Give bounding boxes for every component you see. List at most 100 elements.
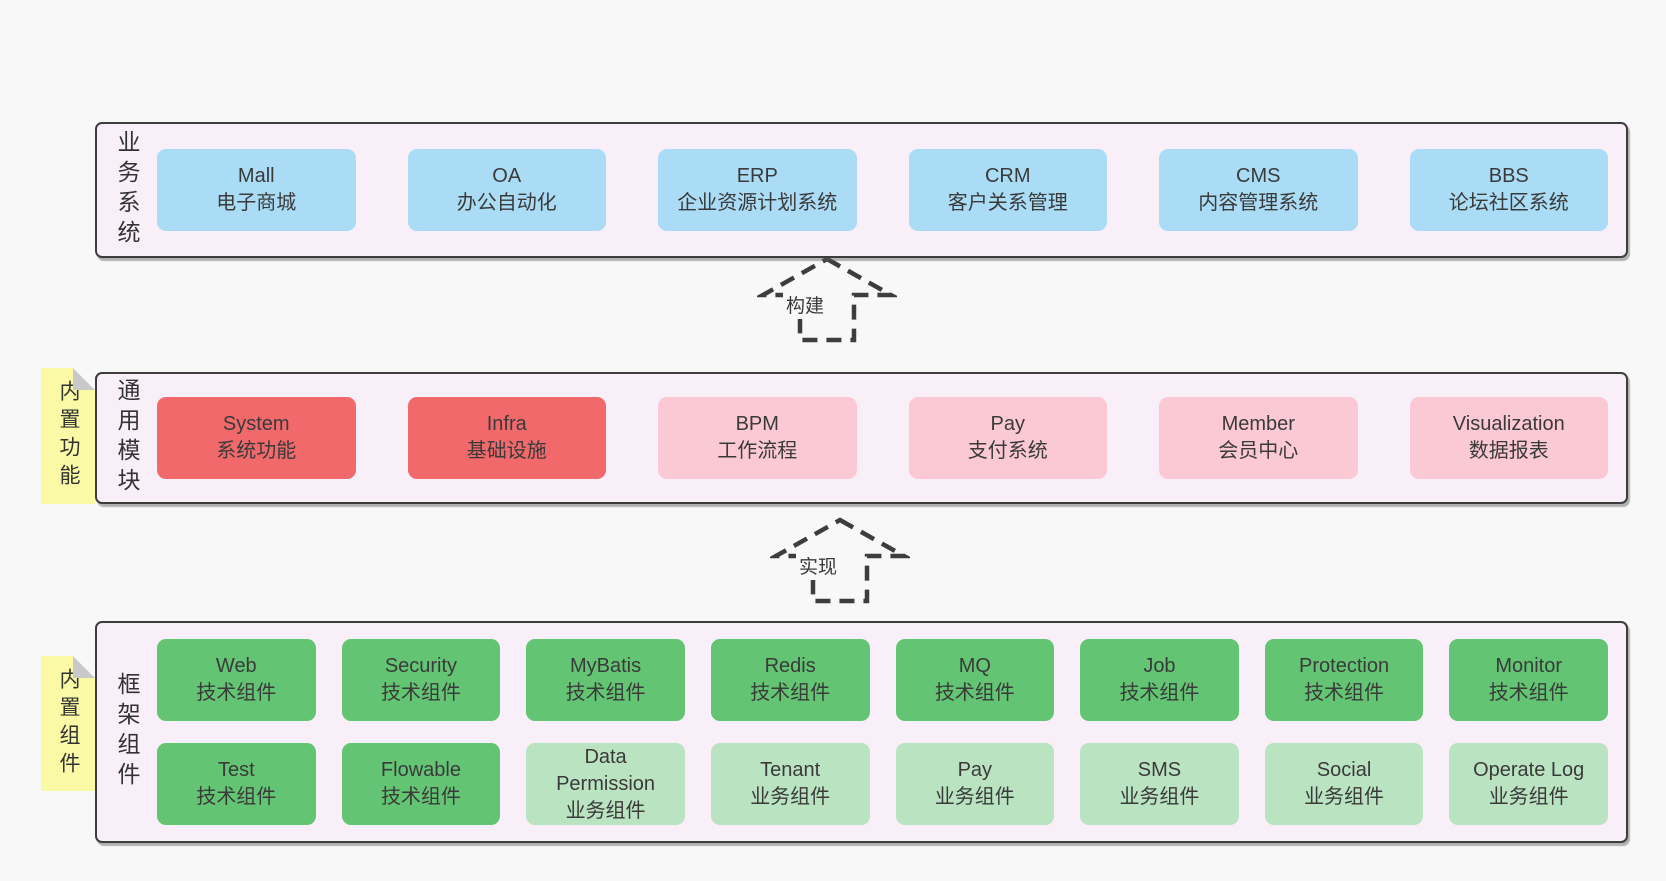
box-subtitle: 基础设施 xyxy=(466,440,547,462)
box-title: Visualization xyxy=(1452,413,1565,435)
box-security: Security 技术组件 xyxy=(341,639,501,721)
box-title: Operate Log xyxy=(1473,759,1585,781)
box-monitor: Monitor 技术组件 xyxy=(1449,639,1608,721)
box-mall: Mall 电子商城 xyxy=(157,149,356,231)
arrow-up-icon xyxy=(770,517,910,604)
box-job: Job 技术组件 xyxy=(1080,639,1239,721)
box-title: Monitor xyxy=(1495,655,1563,677)
box-member: Member 会员中心 xyxy=(1159,397,1358,479)
box-mybatis: MyBatis 技术组件 xyxy=(526,639,685,721)
section-label-framework-components: 框架组件 xyxy=(114,672,140,792)
box-pay: Pay 支付系统 xyxy=(908,397,1107,479)
box-title: Pay xyxy=(957,759,993,781)
box-redis: Redis 技术组件 xyxy=(710,639,870,721)
box-subtitle: 技术组件 xyxy=(1119,682,1200,704)
box-subtitle: 电子商城 xyxy=(216,192,297,214)
section-label-common-modules: 通用模块 xyxy=(114,378,140,498)
box-subtitle: 技术组件 xyxy=(750,682,831,704)
box-title: Mall xyxy=(237,165,275,187)
box-title: SMS xyxy=(1137,759,1182,781)
box-title: Member xyxy=(1221,413,1295,435)
framework-components-grid: Web 技术组件 Security 技术组件 MyBatis 技术组件 Redi… xyxy=(147,639,1626,825)
box-infra: Infra 基础设施 xyxy=(407,397,606,479)
box-subtitle: 技术组件 xyxy=(196,682,277,704)
box-title: Data Permission xyxy=(556,745,656,795)
box-subtitle: 论坛社区系统 xyxy=(1448,192,1569,214)
box-title: Redis xyxy=(764,655,816,677)
box-title: Tenant xyxy=(760,759,821,781)
box-title: ERP xyxy=(736,165,778,187)
box-subtitle: 技术组件 xyxy=(1488,682,1569,704)
box-mq: MQ 技术组件 xyxy=(895,639,1055,721)
box-protection: Protection 技术组件 xyxy=(1264,639,1424,721)
box-tenant: Tenant 业务组件 xyxy=(710,743,870,825)
sticky-note-built-in-features: 内置功能 xyxy=(41,368,95,504)
section-business-systems: 业务系统 Mall 电子商城 OA 办公自动化 ERP 企业资源计划系统 CRM… xyxy=(95,122,1628,258)
box-subtitle: 支付系统 xyxy=(967,440,1048,462)
box-test: Test 技术组件 xyxy=(157,743,316,825)
box-subtitle: 业务组件 xyxy=(1119,786,1200,808)
box-title: Test xyxy=(217,759,255,781)
box-subtitle: 内容管理系统 xyxy=(1198,192,1319,214)
box-title: Job xyxy=(1143,655,1176,677)
box-title: Infra xyxy=(486,413,527,435)
common-modules-grid: System 系统功能 Infra 基础设施 BPM 工作流程 Pay 支付系统… xyxy=(147,397,1626,479)
box-oa: OA 办公自动化 xyxy=(407,149,606,231)
box-subtitle: 技术组件 xyxy=(1304,682,1385,704)
sticky-note-built-in-components: 内置组件 xyxy=(41,656,95,791)
box-subtitle: 技术组件 xyxy=(196,786,277,808)
box-subtitle: 数据报表 xyxy=(1468,440,1549,462)
box-title: BPM xyxy=(735,413,779,435)
box-sms: SMS 业务组件 xyxy=(1080,743,1239,825)
box-subtitle: 业务组件 xyxy=(1488,786,1569,808)
box-subtitle: 业务组件 xyxy=(934,786,1015,808)
box-subtitle: 技术组件 xyxy=(565,682,646,704)
box-subtitle: 业务组件 xyxy=(565,799,646,822)
box-bbs: BBS 论坛社区系统 xyxy=(1409,149,1608,231)
box-bpm: BPM 工作流程 xyxy=(658,397,857,479)
box-subtitle: 客户关系管理 xyxy=(947,192,1068,214)
box-title: CMS xyxy=(1236,165,1281,187)
box-subtitle: 业务组件 xyxy=(1304,786,1385,808)
box-visualization: Visualization 数据报表 xyxy=(1409,397,1608,479)
box-title: Security xyxy=(384,655,458,677)
box-subtitle: 业务组件 xyxy=(750,786,831,808)
build-arrow: 构建 xyxy=(757,256,897,344)
box-subtitle: 技术组件 xyxy=(934,682,1015,704)
box-crm: CRM 客户关系管理 xyxy=(908,149,1107,231)
box-system: System 系统功能 xyxy=(157,397,356,479)
box-title: Pay xyxy=(990,413,1025,435)
box-title: MQ xyxy=(958,655,991,677)
box-subtitle: 工作流程 xyxy=(717,440,798,462)
section-framework-components: 框架组件 Web 技术组件 Security 技术组件 MyBatis 技术组件… xyxy=(95,621,1628,843)
section-common-modules: 通用模块 System 系统功能 Infra 基础设施 BPM 工作流程 Pay… xyxy=(95,372,1628,504)
box-title: Protection xyxy=(1299,655,1390,677)
box-flowable: Flowable 技术组件 xyxy=(341,743,501,825)
business-systems-grid: Mall 电子商城 OA 办公自动化 ERP 企业资源计划系统 CRM 客户关系… xyxy=(147,149,1626,231)
box-data-permission: Data Permission 业务组件 xyxy=(526,743,685,825)
implement-arrow: 实现 xyxy=(770,517,910,605)
implement-arrow-label: 实现 xyxy=(796,551,841,580)
box-subtitle: 企业资源计划系统 xyxy=(677,192,838,214)
box-title: Flowable xyxy=(380,759,461,781)
box-operate-log: Operate Log 业务组件 xyxy=(1449,743,1608,825)
box-title: System xyxy=(222,413,290,435)
build-arrow-label: 构建 xyxy=(783,290,828,319)
section-label-business-systems: 业务系统 xyxy=(114,130,140,250)
box-erp: ERP 企业资源计划系统 xyxy=(658,149,857,231)
box-cms: CMS 内容管理系统 xyxy=(1159,149,1358,231)
arrow-up-icon xyxy=(757,256,897,343)
box-web: Web 技术组件 xyxy=(157,639,316,721)
box-title: Social xyxy=(1316,759,1372,781)
sticky-note-label: 内置组件 xyxy=(57,667,80,780)
box-subtitle: 技术组件 xyxy=(380,682,461,704)
sticky-note-label: 内置功能 xyxy=(57,380,80,492)
box-subtitle: 系统功能 xyxy=(216,440,297,462)
box-pay-business: Pay 业务组件 xyxy=(895,743,1055,825)
box-subtitle: 会员中心 xyxy=(1218,440,1299,462)
box-title: OA xyxy=(492,165,522,187)
box-social: Social 业务组件 xyxy=(1264,743,1424,825)
box-title: MyBatis xyxy=(570,655,642,677)
box-subtitle: 技术组件 xyxy=(380,786,461,808)
